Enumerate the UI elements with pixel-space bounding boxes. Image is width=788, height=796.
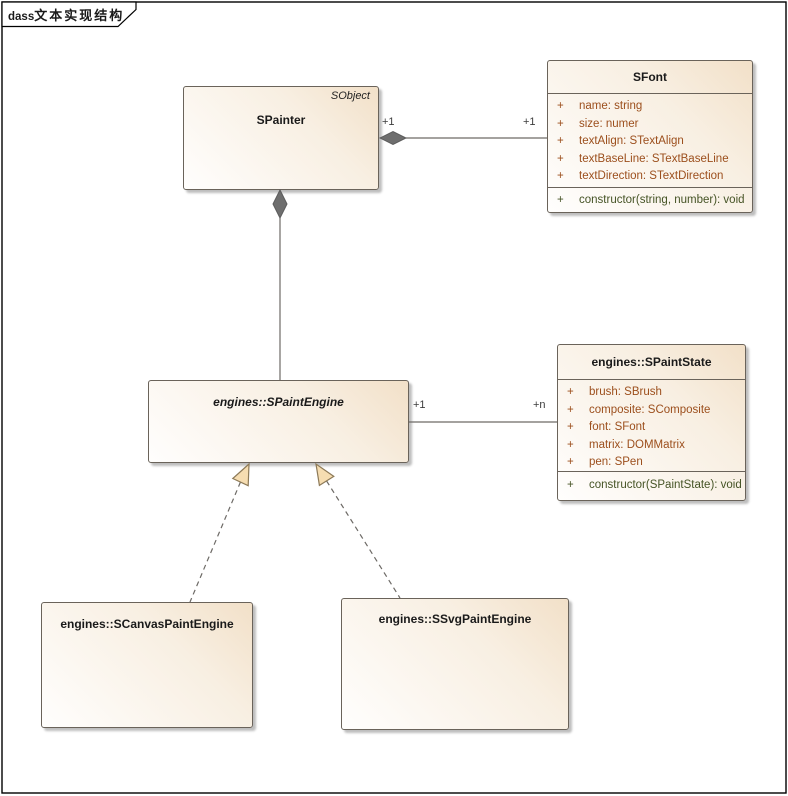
realization-connector-ssvg-spaintengine[interactable] — [326, 480, 401, 599]
visibility-marker: + — [567, 438, 574, 451]
visibility-marker: + — [557, 100, 564, 112]
operation-row[interactable]: + constructor(SPaintState): void — [558, 472, 745, 500]
attribute-row[interactable]: + textAlign: STextAlign — [548, 133, 752, 151]
attribute-text: font: SFont — [589, 421, 646, 433]
generalization-arrow-icon — [315, 462, 335, 487]
attribute-row[interactable]: + matrix: DOMMatrix — [558, 437, 745, 455]
attribute-row[interactable]: + textDirection: STextDirection — [548, 168, 752, 186]
visibility-marker: + — [557, 152, 564, 165]
class-box-scanvaspaintengine[interactable]: engines::SCanvasPaintEngine — [41, 602, 253, 728]
frame-label-prefix: dass — [8, 11, 35, 23]
visibility-marker: + — [567, 479, 574, 492]
attribute-row[interactable]: + composite: SComposite — [558, 402, 745, 420]
visibility-marker: + — [567, 386, 574, 398]
visibility-marker: + — [557, 117, 564, 130]
multiplicity-label: +1 — [382, 116, 395, 128]
operations-compartment: + constructor(string, number): void — [548, 187, 752, 213]
multiplicity-label: +1 — [413, 399, 426, 411]
realization-connector-scanvas-spaintengine[interactable] — [189, 481, 242, 603]
visibility-marker: + — [557, 193, 564, 206]
attributes-compartment: + name: string + size: numer + textAlign… — [548, 93, 752, 187]
generalization-arrow-icon — [231, 462, 250, 487]
class-box-sfont[interactable]: SFont + name: string + size: numer + tex… — [547, 60, 753, 213]
frame-label-title: 文本实现结构 — [34, 8, 125, 23]
multiplicity-label: +1 — [523, 116, 536, 128]
operation-row[interactable]: + constructor(string, number): void — [548, 188, 752, 213]
attribute-row[interactable]: + pen: SPen — [558, 454, 745, 471]
class-name: engines::SSvgPaintEngine — [378, 612, 532, 626]
attribute-text: textDirection: STextDirection — [579, 170, 724, 182]
attribute-text: size: numer — [579, 117, 639, 130]
visibility-marker: + — [557, 170, 564, 182]
attribute-text: matrix: DOMMatrix — [589, 438, 685, 451]
attribute-text: name: string — [579, 100, 643, 112]
diagram-frame-label: dass文本实现结构 — [8, 5, 124, 25]
class-box-spainter[interactable]: SObject SPainter — [183, 86, 379, 190]
visibility-marker: + — [567, 456, 574, 468]
operation-text: constructor(string, number): void — [579, 193, 745, 206]
attribute-text: textBaseLine: STextBaseLine — [579, 152, 729, 165]
class-box-ssvgpaintengine[interactable]: engines::SSvgPaintEngine — [341, 598, 569, 730]
attributes-compartment: + brush: SBrush + composite: SComposite … — [558, 379, 745, 471]
attribute-text: pen: SPen — [589, 456, 643, 468]
attribute-row[interactable]: + brush: SBrush — [558, 384, 745, 402]
operations-compartment: + constructor(SPaintState): void — [558, 471, 745, 500]
parent-class-label: SObject — [330, 90, 370, 102]
class-name: SPainter — [256, 113, 306, 127]
operation-text: constructor(SPaintState): void — [589, 479, 742, 492]
class-name: engines::SPaintEngine — [213, 395, 344, 409]
visibility-marker: + — [567, 403, 574, 416]
attribute-row[interactable]: + textBaseLine: STextBaseLine — [548, 151, 752, 169]
attribute-row[interactable]: + font: SFont — [558, 419, 745, 437]
visibility-marker: + — [557, 135, 564, 147]
composition-diamond-icon — [378, 130, 408, 146]
multiplicity-label: +n — [533, 399, 546, 411]
class-name: engines::SCanvasPaintEngine — [60, 617, 234, 631]
attribute-text: composite: SComposite — [589, 403, 711, 416]
attribute-text: textAlign: STextAlign — [579, 135, 684, 147]
class-name: engines::SPaintState — [591, 355, 712, 369]
attribute-row[interactable]: + size: numer — [548, 116, 752, 134]
class-name: SFont — [633, 70, 667, 84]
class-box-spaintengine[interactable]: engines::SPaintEngine — [148, 380, 409, 463]
class-box-spaintstate[interactable]: engines::SPaintState + brush: SBrush + c… — [557, 344, 746, 501]
attribute-text: brush: SBrush — [589, 386, 662, 398]
composition-diamond-icon — [272, 188, 288, 220]
attribute-row[interactable]: + name: string — [548, 98, 752, 116]
visibility-marker: + — [567, 421, 574, 433]
